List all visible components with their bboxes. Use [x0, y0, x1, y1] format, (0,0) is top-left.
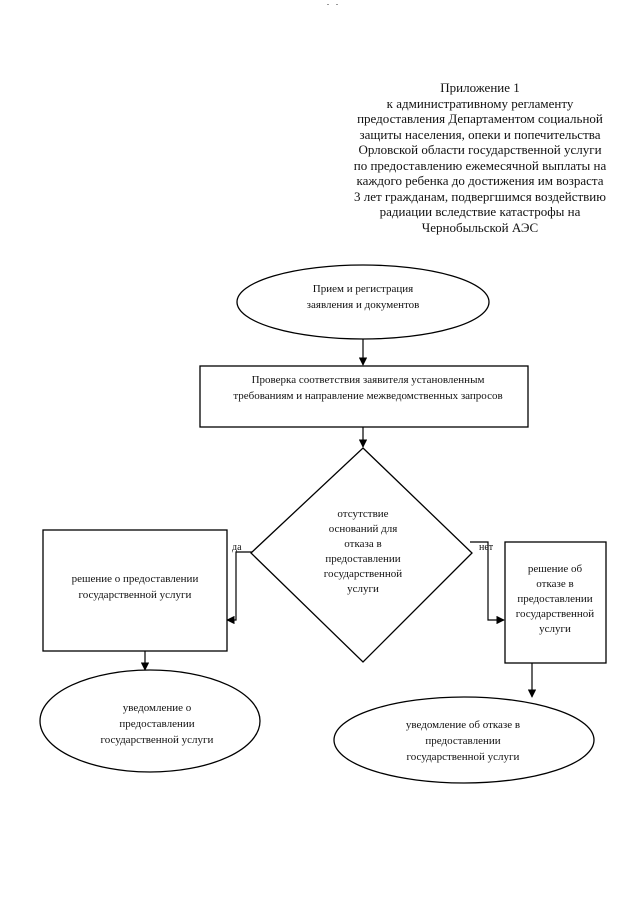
refuse-decision-node: решение об отказе в предоставлении госуд…	[504, 541, 607, 664]
refuse-decision-text: отказе в	[536, 578, 573, 590]
grant-notice-text: уведомление о	[123, 702, 192, 714]
refuse-notice-text: предоставлении	[425, 735, 500, 747]
header-line: Орловской области государственной услуги	[358, 142, 602, 157]
header-line: предоставления Департаментом социальной	[357, 111, 603, 126]
decision-text: предоставлении	[325, 553, 400, 565]
header-line: Чернобыльской АЭС	[421, 219, 539, 235]
decision-text: оснований для	[329, 523, 398, 535]
refuse-decision-text: решение об	[528, 563, 583, 575]
decision-node: отсутствие оснований для отказа в предос…	[250, 447, 473, 663]
decision-text: услуги	[347, 583, 379, 595]
grant-notice-node: уведомление о предоставлении государстве…	[39, 669, 261, 773]
decision-text: отказа в	[344, 538, 381, 550]
grant-decision-text: государственной услуги	[79, 589, 192, 601]
grant-decision-node: решение о предоставлении государственной…	[42, 529, 228, 652]
refuse-decision-text: предоставлении	[517, 593, 592, 605]
check-text: Проверка соответствия заявителя установл…	[252, 374, 485, 386]
decision-text: отсутствие	[337, 508, 388, 520]
no-label: нет	[479, 542, 494, 553]
start-text: заявления и документов	[307, 299, 420, 311]
refuse-notice-node: уведомление об отказе в предоставлении г…	[333, 696, 595, 784]
refuse-decision-text: услуги	[539, 623, 571, 635]
header-line: радиации вследствие катастрофы на	[379, 204, 581, 219]
check-node: Проверка соответствия заявителя установл…	[199, 365, 529, 428]
edge-no-branch	[470, 541, 505, 625]
edge-yes-branch	[226, 551, 252, 625]
decision-text: государственной	[324, 568, 403, 580]
grant-notice-text: государственной услуги	[101, 734, 214, 746]
appendix-header: Приложение 1 к административному регламе…	[330, 80, 630, 235]
header-line: Приложение 1	[440, 80, 520, 95]
header-line: защиты населения, опеки и попечительства	[359, 126, 601, 142]
check-text: требованиям и направление межведомственн…	[233, 390, 502, 402]
refuse-notice-text: государственной услуги	[407, 751, 520, 763]
start-text: Прием и регистрация	[313, 283, 413, 295]
header-line: 3 лет гражданам, подвергшимся воздействи…	[354, 188, 606, 204]
start-node: Прием и регистрация заявления и документ…	[236, 264, 490, 340]
grant-decision-text: решение о предоставлении	[72, 573, 199, 585]
header-line: каждого ребенка до достижения им возраст…	[356, 173, 604, 188]
grant-notice-text: предоставлении	[119, 718, 194, 730]
scan-speck	[336, 4, 338, 5]
refuse-decision-text: государственной	[516, 608, 595, 620]
refuse-notice-text: уведомление об отказе в	[406, 719, 520, 731]
header-line: к административному регламенту	[386, 95, 574, 111]
scan-speck	[327, 4, 329, 5]
yes-label: да	[232, 542, 242, 553]
header-line: по предоставлению ежемесячной выплаты на	[353, 157, 607, 173]
